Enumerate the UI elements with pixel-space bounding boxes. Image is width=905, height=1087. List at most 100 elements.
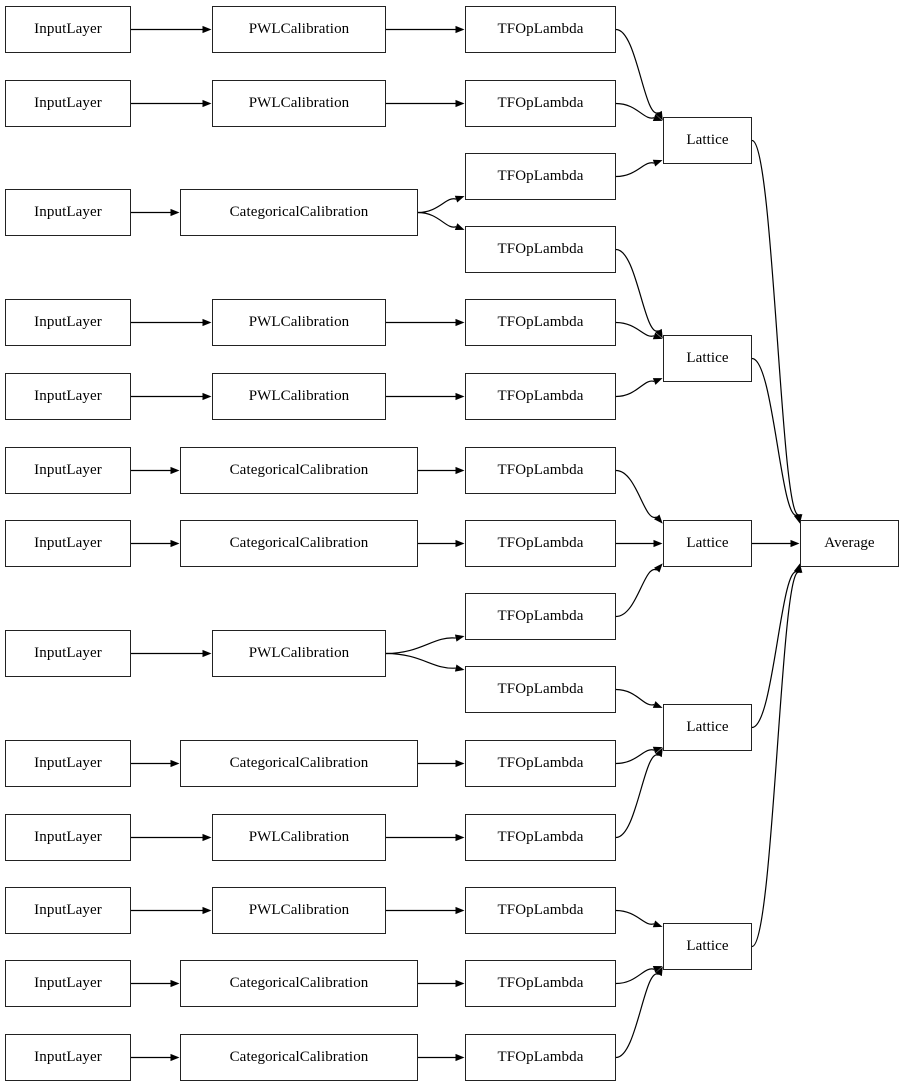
node-pwlcalibration-3[interactable]: PWLCalibration [212,299,386,346]
node-lattice-0[interactable]: Lattice [663,117,752,164]
node-pwlcalibration-4[interactable]: PWLCalibration [212,373,386,420]
arrowhead-lam13-to-lat4 [652,965,663,973]
arrowhead-cal0-to-lam0 [455,25,465,34]
node-lattice-3[interactable]: Lattice [663,704,752,751]
arrowhead-cal7-to-lam8 [454,634,465,642]
edge-lam2-to-lat0 [615,162,655,178]
node-tfoplambda-5[interactable]: TFOpLambda [465,373,616,420]
arrowhead-lam6-to-lat2 [654,514,663,524]
node-label: Lattice [686,350,729,366]
arrowhead-in8-to-cal8 [170,759,180,768]
arrowhead-cal5-to-lam6 [455,466,465,475]
node-pwlcalibration-9[interactable]: PWLCalibration [212,814,386,861]
arrowhead-cal4-to-lam5 [455,392,465,401]
node-tfoplambda-7[interactable]: TFOpLambda [465,520,616,567]
node-tfoplambda-0[interactable]: TFOpLambda [465,6,616,53]
node-inputlayer-12[interactable]: InputLayer [5,1034,131,1081]
node-label: InputLayer [34,755,102,771]
node-inputlayer-9[interactable]: InputLayer [5,814,131,861]
node-label: PWLCalibration [248,95,350,111]
node-inputlayer-6[interactable]: InputLayer [5,520,131,567]
node-lattice-1[interactable]: Lattice [663,335,752,382]
arrowhead-cal9-to-lam11 [455,833,465,842]
node-inputlayer-0[interactable]: InputLayer [5,6,131,53]
node-categoricalcalibration-11[interactable]: CategoricalCalibration [180,960,418,1007]
node-label: InputLayer [34,314,102,330]
node-label: TFOpLambda [497,314,584,330]
node-tfoplambda-8[interactable]: TFOpLambda [465,593,616,640]
node-inputlayer-1[interactable]: InputLayer [5,80,131,127]
node-tfoplambda-10[interactable]: TFOpLambda [465,740,616,787]
arrowhead-in10-to-cal10 [202,906,212,915]
node-label: TFOpLambda [497,95,584,111]
node-tfoplambda-3[interactable]: TFOpLambda [465,226,616,273]
edge-lam0-to-lat0 [615,28,659,114]
edge-lam10-to-lat3 [615,749,655,765]
node-tfoplambda-2[interactable]: TFOpLambda [465,153,616,200]
node-label: PWLCalibration [248,21,350,37]
node-label: Average [824,535,875,551]
node-label: TFOpLambda [497,462,584,478]
node-label: Lattice [686,535,729,551]
node-tfoplambda-11[interactable]: TFOpLambda [465,814,616,861]
arrowhead-cal12-to-lam14 [455,1053,465,1062]
node-tfoplambda-12[interactable]: TFOpLambda [465,887,616,934]
node-inputlayer-10[interactable]: InputLayer [5,887,131,934]
arrowhead-cal10-to-lam12 [455,906,465,915]
node-tfoplambda-1[interactable]: TFOpLambda [465,80,616,127]
node-lattice-2[interactable]: Lattice [663,520,752,567]
node-pwlcalibration-1[interactable]: PWLCalibration [212,80,386,127]
node-pwlcalibration-10[interactable]: PWLCalibration [212,887,386,934]
arrowhead-cal6-to-lam7 [455,539,465,548]
arrowhead-in7-to-cal7 [202,649,212,658]
node-categoricalcalibration-12[interactable]: CategoricalCalibration [180,1034,418,1081]
node-tfoplambda-14[interactable]: TFOpLambda [465,1034,616,1081]
node-tfoplambda-9[interactable]: TFOpLambda [465,666,616,713]
arrowhead-cal2-to-lam3 [454,223,465,231]
node-label: CategoricalCalibration [229,755,369,771]
arrowhead-lam2-to-lat0 [652,159,663,167]
node-inputlayer-7[interactable]: InputLayer [5,630,131,677]
node-inputlayer-3[interactable]: InputLayer [5,299,131,346]
edge-lam11-to-lat3 [615,754,659,839]
node-label: CategoricalCalibration [229,1049,369,1065]
node-tfoplambda-6[interactable]: TFOpLambda [465,447,616,494]
node-label: TFOpLambda [497,902,584,918]
arrowhead-lam10-to-lat3 [652,746,663,754]
node-label: TFOpLambda [497,975,584,991]
arrowhead-in3-to-cal3 [202,318,212,327]
node-inputlayer-8[interactable]: InputLayer [5,740,131,787]
edge-lam5-to-lat1 [615,380,655,398]
node-categoricalcalibration-5[interactable]: CategoricalCalibration [180,447,418,494]
arrowhead-lam5-to-lat1 [652,378,663,385]
node-inputlayer-11[interactable]: InputLayer [5,960,131,1007]
edge-lam14-to-lat4 [615,973,659,1059]
node-average-output[interactable]: Average [800,520,899,567]
node-label: InputLayer [34,204,102,220]
node-tfoplambda-13[interactable]: TFOpLambda [465,960,616,1007]
node-label: InputLayer [34,902,102,918]
node-lattice-4[interactable]: Lattice [663,923,752,970]
arrowhead-lam7-to-lat2 [653,539,663,548]
node-categoricalcalibration-6[interactable]: CategoricalCalibration [180,520,418,567]
node-pwlcalibration-7[interactable]: PWLCalibration [212,630,386,677]
node-label: Lattice [686,938,729,954]
node-categoricalcalibration-2[interactable]: CategoricalCalibration [180,189,418,236]
node-inputlayer-4[interactable]: InputLayer [5,373,131,420]
node-label: InputLayer [34,645,102,661]
node-label: CategoricalCalibration [229,204,369,220]
node-tfoplambda-4[interactable]: TFOpLambda [465,299,616,346]
arrowhead-lam12-to-lat4 [652,920,663,928]
arrowhead-cal8-to-lam10 [455,759,465,768]
arrowhead-in0-to-cal0 [202,25,212,34]
arrowhead-in6-to-cal6 [170,539,180,548]
arrowhead-lam1-to-lat0 [652,114,663,122]
node-pwlcalibration-0[interactable]: PWLCalibration [212,6,386,53]
arrowhead-in9-to-cal9 [202,833,212,842]
node-label: PWLCalibration [248,314,350,330]
node-categoricalcalibration-8[interactable]: CategoricalCalibration [180,740,418,787]
node-inputlayer-2[interactable]: InputLayer [5,189,131,236]
arrowhead-in4-to-cal4 [202,392,212,401]
edge-lam3-to-lat1 [615,248,659,332]
node-inputlayer-5[interactable]: InputLayer [5,447,131,494]
